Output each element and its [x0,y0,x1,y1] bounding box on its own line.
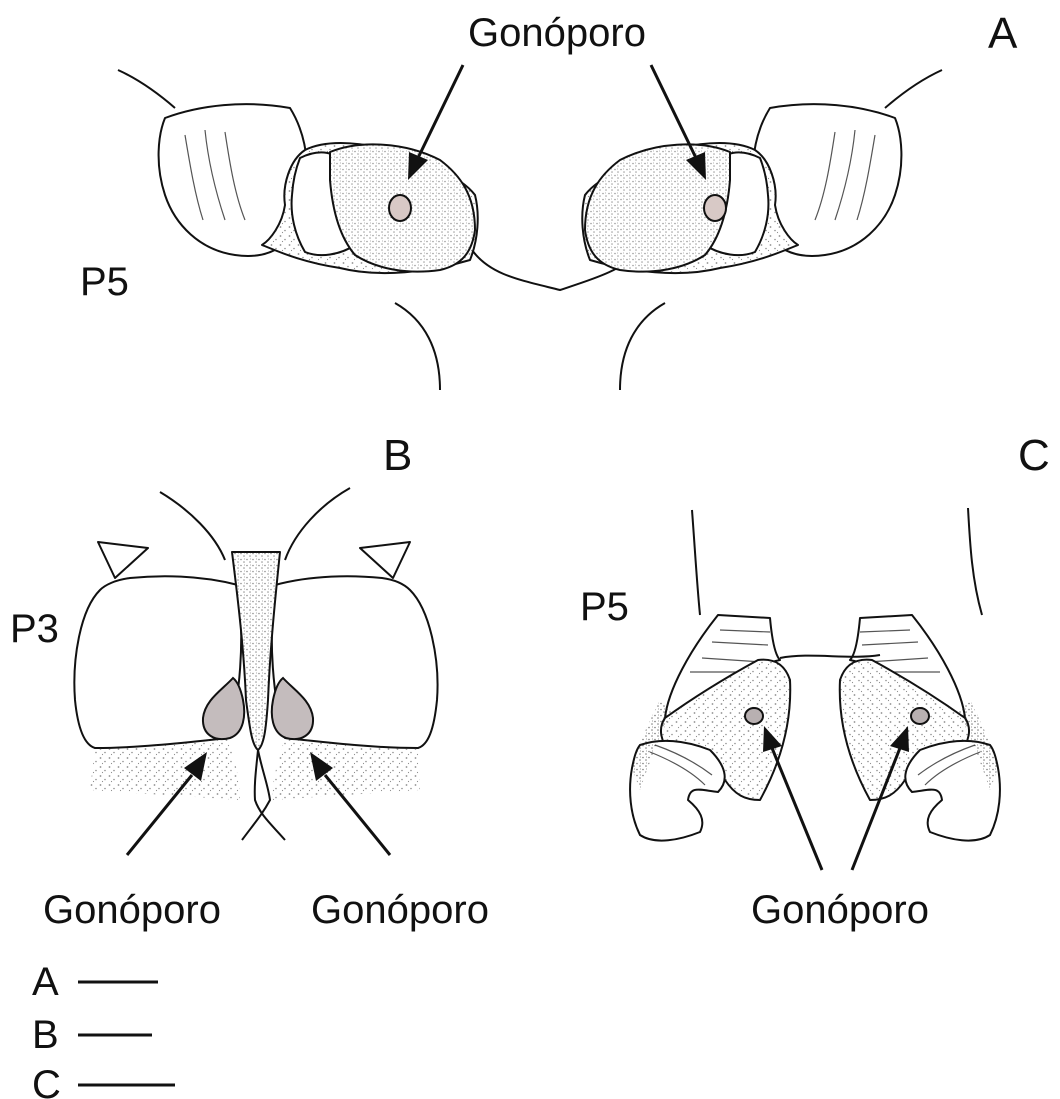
arrow-c-left [772,748,822,870]
scale-letter-a: A [32,960,59,1004]
gonopore-c-left [745,708,763,724]
arrow-a-left [418,65,463,158]
body-outline-lower-left [395,303,440,390]
panel-letter-b: B [383,431,412,480]
gonopore-label-b-right: Gonóporo [311,888,489,932]
scale-letter-c: C [32,1063,61,1099]
panel-letter-a: A [988,9,1018,58]
panel-b: Gonóporo Gonóporo B P3 [10,431,489,932]
gonopore-label-c: Gonóporo [751,888,929,932]
gonopore-label-a: Gonóporo [468,11,646,55]
right-pereiopod-c [840,615,1000,841]
right-small-plate-b [360,542,410,578]
panel-a: Gonóporo A P5 [80,9,1018,390]
left-pereiopod-a [159,104,478,273]
right-pereiopod-a [582,104,901,273]
gonopore-c-right [911,708,929,724]
gonopore-a-left [389,195,411,221]
segment-label-b: P3 [10,607,59,651]
body-outline-lower-right [620,303,665,390]
segment-label-a: P5 [80,260,129,304]
gonopore-label-b-left: Gonóporo [43,888,221,932]
scale-bars: A B C [32,960,175,1099]
scale-letter-b: B [32,1013,59,1057]
gonopore-a-right [704,195,726,221]
segment-label-c: P5 [580,585,629,629]
panel-letter-c: C [1018,431,1050,480]
body-outline-upper-left [118,70,175,108]
body-outline-upper-right [885,70,942,108]
panel-c: Gonóporo C P5 [580,431,1050,932]
left-pereiopod-c [630,615,790,841]
left-small-plate-b [98,542,148,578]
